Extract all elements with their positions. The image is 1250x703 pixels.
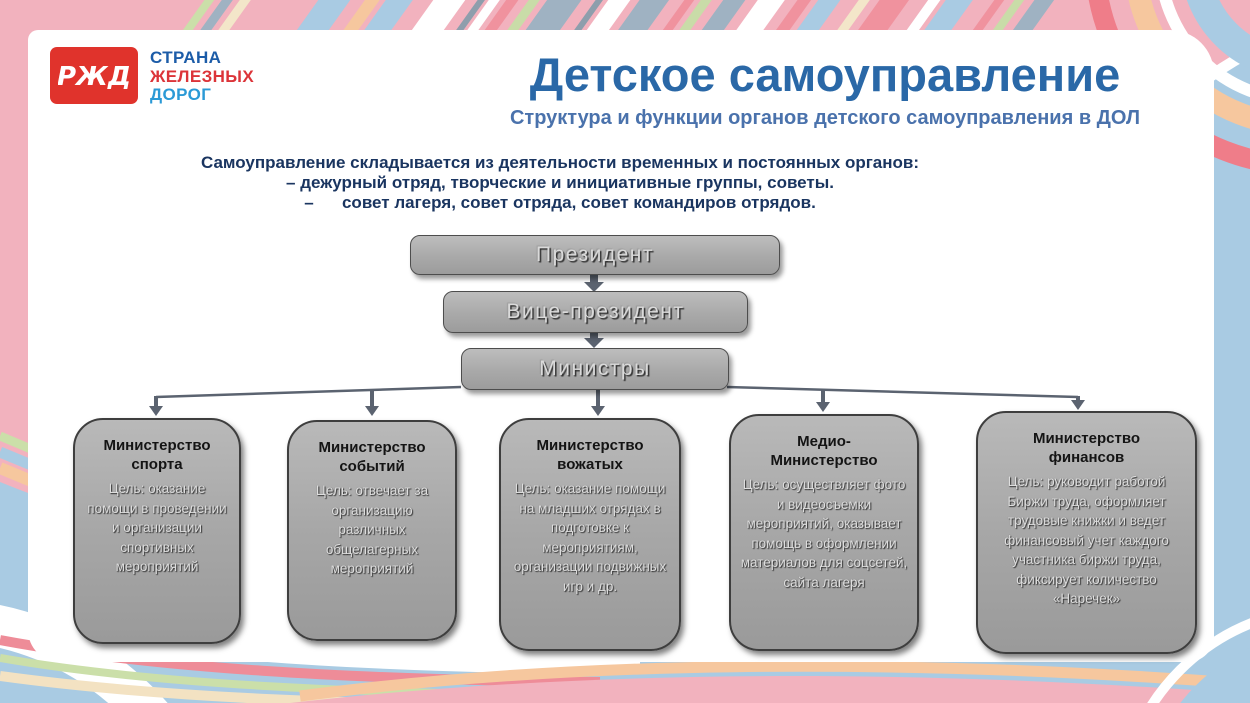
ministry-body: Цель: руководит работой Биржи труда, офо… [1004, 474, 1169, 606]
ministry-title: Министерство вожатых [536, 437, 644, 473]
ministry-box-events: Министерство событий Цель: отвечает за о… [287, 420, 457, 641]
ministry-box-counselors: Министерство вожатых Цель: оказание помо… [499, 418, 681, 651]
logo-text: СТРАНА ЖЕЛЕЗНЫХ ДОРОГ [150, 48, 255, 105]
ministry-body: Цель: оказание помощи в проведении и орг… [87, 481, 227, 574]
logo-line-3: ДОРОГ [150, 85, 212, 104]
ministry-box-sport: Министерство спорта Цель: оказание помощ… [73, 418, 241, 644]
intro-line-2: – дежурный отряд, творческие и инициатив… [286, 173, 834, 192]
intro-line-3: – совет лагеря, совет отряда, совет кома… [304, 193, 816, 212]
intro-block: Самоуправление складывается из деятельно… [125, 153, 995, 213]
page-title: Детское самоуправление [529, 48, 1121, 101]
node-vice-president: Вице-президент [443, 291, 748, 333]
rzd-logo-icon: РЖД [58, 62, 130, 92]
ministry-body: Цель: осуществляет фото и видеосъемки ме… [740, 477, 908, 590]
ministry-title: Министерство финансов [1032, 430, 1141, 466]
ministry-body: Цель: отвечает за организацию различных … [315, 483, 429, 576]
ministry-title: Министерство событий [318, 439, 426, 475]
ministry-title: Медио-Министерство [770, 433, 878, 469]
page-subtitle: Структура и функции органов детского сам… [509, 107, 1141, 129]
svg-text:РЖД: РЖД [58, 62, 130, 92]
rzd-logo: РЖД [50, 47, 138, 104]
ministry-box-media: Медио-Министерство Цель: осуществляет фо… [729, 414, 919, 651]
intro-line-1: Самоуправление складывается из деятельно… [200, 153, 920, 172]
node-president: Президент [410, 235, 780, 275]
ministry-box-finance: Министерство финансов Цель: руководит ра… [976, 411, 1197, 654]
logo-line-2: ЖЕЛЕЗНЫХ [150, 66, 255, 86]
ministry-body: Цель: оказание помощи на младших отрядах… [513, 481, 667, 594]
node-ministers: Министры [461, 348, 729, 390]
ministry-title: Министерство спорта [103, 437, 211, 473]
logo-line-1: СТРАНА [150, 48, 222, 67]
